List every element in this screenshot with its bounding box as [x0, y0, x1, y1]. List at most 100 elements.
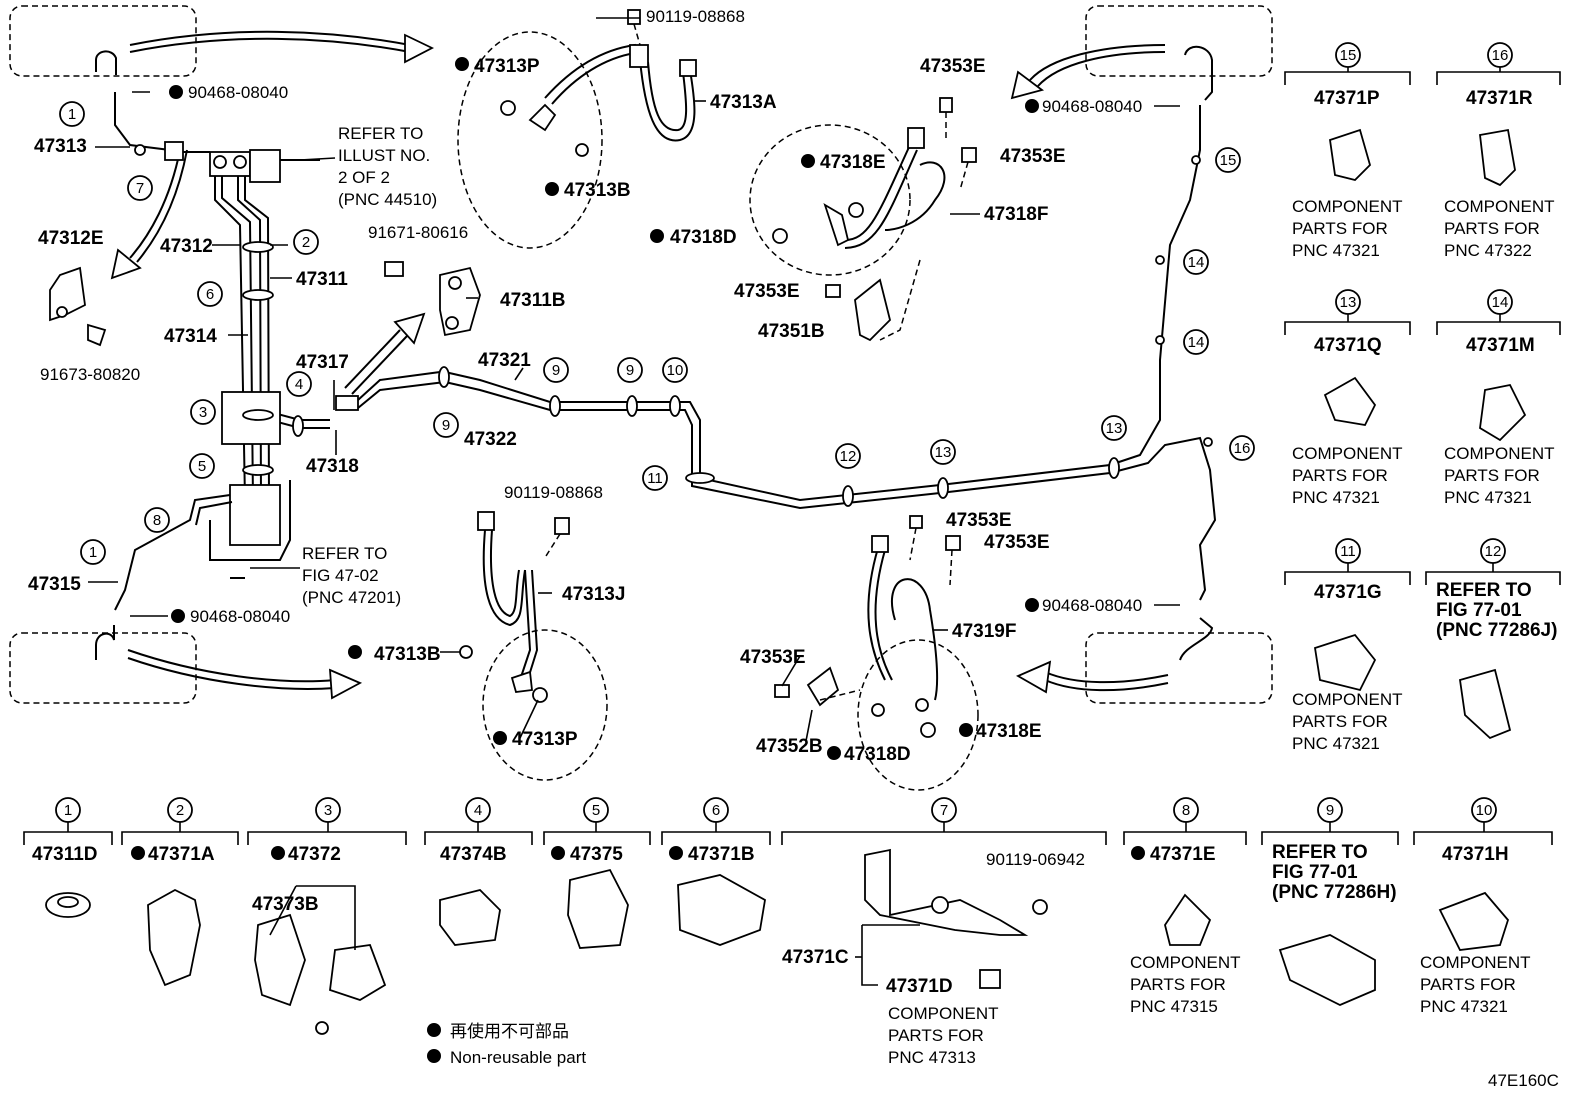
svg-text:COMPONENT: COMPONENT — [888, 1004, 999, 1023]
label-47371E: 47371E — [1150, 844, 1216, 865]
svg-text:7: 7 — [136, 180, 144, 197]
svg-text:PNC 47321: PNC 47321 — [1292, 734, 1380, 753]
corner-hose-tl — [95, 50, 117, 75]
callout-10: 10 — [662, 357, 688, 383]
label-47373B: 47373B — [252, 894, 319, 915]
svg-text:2: 2 — [176, 802, 184, 819]
svg-text:10: 10 — [1476, 802, 1493, 819]
label-47312E: 47312E — [38, 228, 104, 249]
callout-13b: 13 — [1101, 415, 1127, 441]
label-47371D: 47371D — [886, 976, 953, 997]
callout-2: 2 — [293, 229, 319, 255]
figure-id: 47E160C — [1488, 1071, 1559, 1090]
svg-text:COMPONENT: COMPONENT — [1292, 197, 1403, 216]
label-47353E-b: 47353E — [1000, 146, 1066, 167]
label-47371R: 47371R — [1466, 88, 1533, 109]
view-box-bottom-left — [9, 632, 197, 704]
label-90468-right-bottom: 90468-08040 — [1042, 596, 1142, 615]
corner-hose-bl — [95, 625, 115, 660]
label-47318D-mid: 47318D — [844, 744, 911, 765]
svg-text:6: 6 — [712, 802, 720, 819]
svg-text:PARTS FOR: PARTS FOR — [888, 1026, 984, 1045]
svg-text:10: 10 — [667, 362, 684, 379]
non-reusable-markers — [131, 57, 1145, 1063]
label-47313: 47313 — [34, 136, 87, 157]
svg-text:8: 8 — [153, 512, 161, 529]
label-47353E-e: 47353E — [984, 532, 1050, 553]
label-90119-08868-top: 90119-08868 — [646, 7, 745, 26]
callout-6: 6 — [197, 281, 223, 307]
refer-note-fig4702: REFER TO FIG 47-02 (PNC 47201) — [302, 544, 401, 607]
svg-text:4: 4 — [295, 376, 303, 393]
label-47318: 47318 — [306, 456, 359, 477]
svg-text:PNC 47313: PNC 47313 — [888, 1048, 976, 1067]
main-brake-tubes — [438, 105, 1217, 601]
label-47371Q: 47371Q — [1314, 335, 1382, 356]
label-47313P-mid: 47313P — [512, 729, 578, 750]
label-47313J: 47313J — [562, 584, 625, 605]
legend-jp: 再使用不可部品 — [450, 1021, 569, 1041]
svg-text:(PNC 44510): (PNC 44510) — [338, 190, 437, 209]
label-47313A: 47313A — [710, 92, 777, 113]
svg-text:9: 9 — [442, 417, 450, 434]
svg-text:3: 3 — [199, 404, 207, 421]
svg-text:PARTS FOR: PARTS FOR — [1130, 975, 1226, 994]
svg-text:PNC 47321: PNC 47321 — [1292, 488, 1380, 507]
label-47375: 47375 — [570, 844, 623, 865]
label-47371H: 47371H — [1442, 844, 1509, 865]
arrow-top-left — [129, 30, 435, 64]
arrow-top-right — [1010, 44, 1166, 100]
svg-text:(PNC 77286J): (PNC 77286J) — [1436, 620, 1557, 641]
right-column-parts — [1313, 128, 1527, 740]
callouts: 1 7 2 6 4 3 5 8 1 9 9 9 10 11 12 13 13 1… — [59, 101, 1255, 565]
refer-note-illust: REFER TO ILLUST NO. 2 OF 2 (PNC 44510) — [338, 124, 437, 209]
label-47371G: 47371G — [1314, 582, 1382, 603]
right-column-callouts: 15 16 13 14 11 12 — [1335, 42, 1513, 564]
label-47353E-d: 47353E — [946, 510, 1012, 531]
label-47352B: 47352B — [756, 736, 823, 757]
svg-text:5: 5 — [198, 458, 206, 475]
label-47371P: 47371P — [1314, 88, 1380, 109]
label-47351B: 47351B — [758, 321, 825, 342]
svg-text:PNC 47321: PNC 47321 — [1420, 997, 1508, 1016]
svg-text:1: 1 — [64, 802, 72, 819]
svg-text:PARTS FOR: PARTS FOR — [1292, 219, 1388, 238]
label-47317: 47317 — [296, 352, 349, 373]
svg-text:12: 12 — [840, 448, 857, 465]
callout-7: 7 — [127, 175, 153, 201]
svg-text:7: 7 — [940, 802, 948, 819]
bottom-row-callouts: 1 2 3 4 5 6 7 8 9 10 — [55, 797, 1497, 823]
callout-14b: 14 — [1183, 329, 1209, 355]
label-47313B-mid: 47313B — [374, 644, 441, 665]
view-box-top-right — [1085, 5, 1273, 77]
leader-lines — [88, 17, 1180, 742]
svg-text:13: 13 — [1340, 294, 1357, 311]
arrow-bottom-right — [1015, 660, 1169, 694]
bottom-row-parts — [45, 848, 1510, 1035]
svg-text:PARTS FOR: PARTS FOR — [1420, 975, 1516, 994]
svg-text:3: 3 — [324, 802, 332, 819]
svg-text:14: 14 — [1188, 254, 1205, 271]
label-47322: 47322 — [464, 429, 517, 450]
svg-text:PNC 47315: PNC 47315 — [1130, 997, 1218, 1016]
label-47371B: 47371B — [688, 844, 755, 865]
hose-47318F-group — [749, 97, 977, 342]
svg-text:REFER TO: REFER TO — [1272, 842, 1368, 863]
view-box-top-left — [9, 5, 197, 77]
svg-text:FIG 47-02: FIG 47-02 — [302, 566, 379, 585]
svg-text:REFER TO: REFER TO — [302, 544, 387, 563]
svg-text:15: 15 — [1220, 152, 1237, 169]
callout-12: 12 — [835, 443, 861, 469]
svg-text:PNC 47322: PNC 47322 — [1444, 241, 1532, 260]
label-90468-left-bottom: 90468-08040 — [190, 607, 290, 626]
svg-text:11: 11 — [1340, 543, 1356, 560]
left-tube-assembly — [114, 92, 446, 611]
label-47311B: 47311B — [500, 290, 566, 311]
label-47371C: 47371C — [782, 947, 849, 968]
label-47312: 47312 — [160, 236, 213, 257]
hose-47319F-group — [774, 515, 979, 791]
svg-text:13: 13 — [935, 444, 952, 461]
refer-note-fig7701-9: REFER TO FIG 77-01 (PNC 77286H) — [1272, 842, 1397, 903]
